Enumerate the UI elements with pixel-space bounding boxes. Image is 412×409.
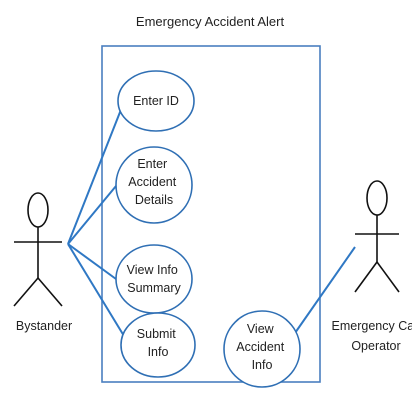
association-view-info-summary — [67, 243, 117, 280]
use-case-submit-info[interactable]: Submit Info — [120, 312, 196, 378]
use-case-label: Enter ID — [133, 94, 179, 108]
stick-figure-icon — [13, 192, 63, 307]
use-case-ellipse — [115, 146, 193, 224]
actor-label: Emergency Cal Operator — [332, 319, 412, 353]
use-case-label: Submit Info — [137, 327, 179, 359]
actor-emergency-call-operator[interactable]: Emergency Cal Operator — [332, 180, 412, 353]
association-enter-accident-details — [67, 185, 117, 245]
use-case-view-accident-info[interactable]: View Accident Info — [223, 310, 301, 388]
actor-label: Bystander — [16, 319, 72, 333]
use-case-ellipse — [115, 244, 193, 314]
use-case-ellipse — [117, 70, 195, 132]
use-case-label: View Accident Info — [236, 322, 287, 372]
use-case-enter-id[interactable]: Enter ID — [117, 70, 195, 132]
association-enter-id — [67, 101, 125, 245]
use-case-label: View Info Summary — [127, 263, 182, 295]
use-case-ellipse — [120, 312, 196, 378]
association-view-accident-info — [294, 246, 356, 334]
actor-bystander[interactable]: Bystander — [13, 192, 72, 333]
use-case-enter-accident-details[interactable]: Enter Accident Details — [115, 146, 193, 224]
stick-figure-icon — [354, 180, 400, 293]
use-case-view-info-summary[interactable]: View Info Summary — [115, 244, 193, 314]
system-boundary — [101, 45, 321, 383]
use-case-ellipse — [223, 310, 301, 388]
use-case-label: Enter Accident Details — [128, 157, 179, 207]
diagram-title: Emergency Accident Alert — [136, 14, 285, 29]
association-submit-info — [67, 243, 125, 337]
